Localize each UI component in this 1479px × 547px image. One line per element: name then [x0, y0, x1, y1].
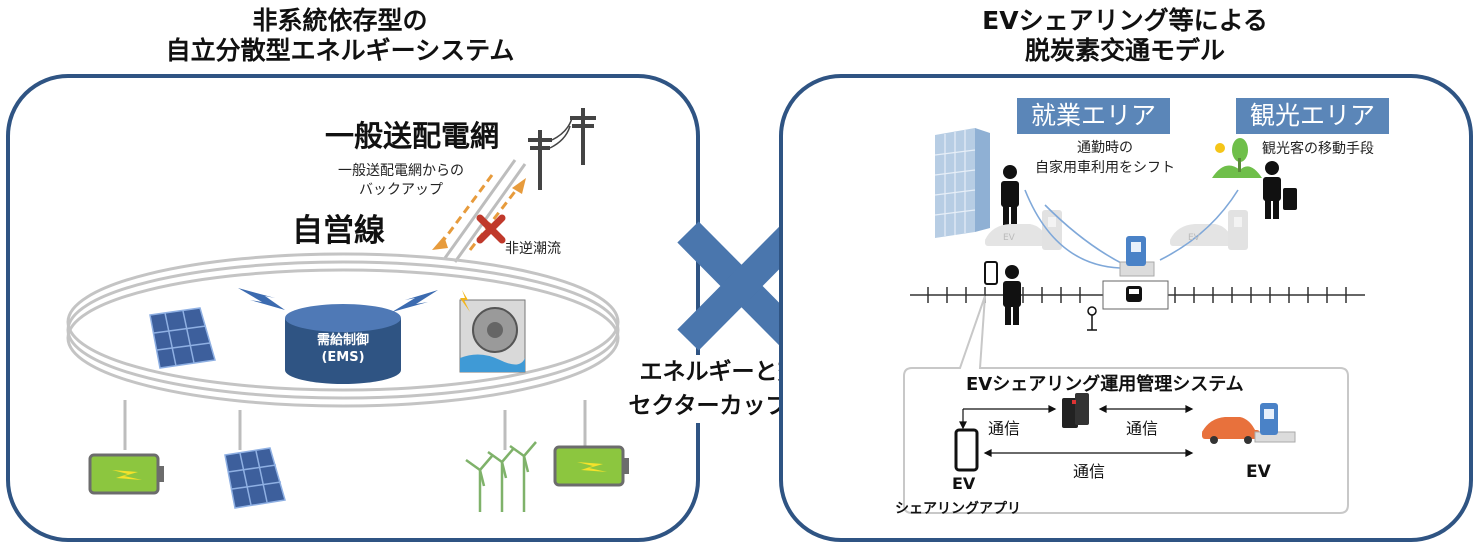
ev-charger-icon	[1254, 403, 1296, 443]
ev-charger-icon	[1042, 210, 1062, 250]
right-title: EVシェアリング等による 脱炭素交通モデル	[960, 6, 1290, 66]
lightning-icon	[238, 288, 285, 310]
ev-badge-right: EV	[1188, 233, 1200, 243]
utility-pole-icon	[528, 108, 596, 190]
ring-connectors	[123, 159, 587, 450]
smartphone-icon	[984, 261, 998, 285]
tourism-area-label: 観光エリア	[1236, 98, 1389, 134]
work-area-label: 就業エリア	[1017, 98, 1170, 134]
solar-panel-icon	[224, 447, 286, 509]
hydro-turbine-icon	[459, 290, 526, 373]
solar-panel-icon	[149, 307, 216, 369]
tourist-label: 観光客の移動手段	[1262, 141, 1374, 157]
ems-label-line1: 需給制御	[316, 333, 369, 348]
database-icon	[285, 304, 401, 384]
arrowhead-up	[512, 178, 526, 194]
landscape-icon	[1212, 138, 1262, 178]
system-title: EVシェアリング運用管理システム	[966, 374, 1244, 395]
flow-arrows	[1024, 189, 1239, 269]
arrowhead-down	[432, 236, 448, 250]
private-line-label: 自営線	[292, 213, 385, 249]
backup-label: 一般送配電網からの バックアップ	[338, 162, 464, 200]
car-icon	[1202, 417, 1260, 444]
right-title-line2: 脱炭素交通モデル	[1024, 36, 1225, 65]
train-icon	[1102, 280, 1169, 310]
right-title-line1: EVシェアリング等による	[982, 6, 1268, 35]
wind-turbine-icon	[465, 441, 537, 512]
ems-label-line2: (EMS)	[321, 350, 365, 365]
traveler-icon	[1263, 161, 1297, 219]
backup-label-line2: バックアップ	[359, 182, 443, 198]
battery-icon	[88, 453, 164, 495]
car-icon	[1170, 224, 1235, 246]
ev-label-right: EV	[1246, 462, 1271, 482]
left-title-line2: 自立分散型エネルギーシステム	[165, 36, 515, 65]
ev-label-left: EV	[952, 474, 976, 493]
app-label: シェアリングアプリ	[895, 501, 1021, 517]
ev-charger-icon	[1119, 236, 1155, 277]
person-icon	[1003, 265, 1021, 325]
ems-label: 需給制御 (EMS)	[300, 332, 386, 366]
private-line-ring	[66, 252, 620, 408]
smartphone-icon	[954, 428, 979, 472]
ev-charger-icon	[1228, 210, 1248, 250]
commute-label-line2: 自家用車利用をシフト	[1035, 160, 1175, 176]
grid-label: 一般送配電網	[325, 119, 500, 153]
no-reverse-x-icon	[476, 214, 506, 244]
bus-stop-icon	[1087, 306, 1097, 331]
callout-box	[903, 295, 1349, 514]
comm-arrows	[959, 405, 1194, 457]
comm-label-left: 通信	[988, 419, 1021, 438]
ev-badge-left: EV	[1003, 233, 1015, 243]
comm-label-bottom: 通信	[1073, 462, 1106, 481]
car-icon	[985, 224, 1050, 246]
person-icon	[1001, 165, 1019, 225]
server-icon	[1062, 393, 1089, 428]
comm-label-right: 通信	[1126, 419, 1159, 438]
left-title: 非系統依存型の 自立分散型エネルギーシステム	[140, 6, 540, 66]
lightning-icon	[392, 290, 438, 312]
left-title-line1: 非系統依存型の	[252, 6, 428, 35]
commute-label-line1: 通勤時の	[1077, 140, 1133, 156]
commute-label: 通勤時の 自家用車利用をシフト	[1025, 138, 1185, 178]
backup-label-line1: 一般送配電網からの	[338, 163, 464, 179]
no-reverse-flow-label: 非逆潮流	[505, 241, 561, 257]
battery-icon	[553, 445, 629, 487]
building-icon	[934, 128, 990, 238]
